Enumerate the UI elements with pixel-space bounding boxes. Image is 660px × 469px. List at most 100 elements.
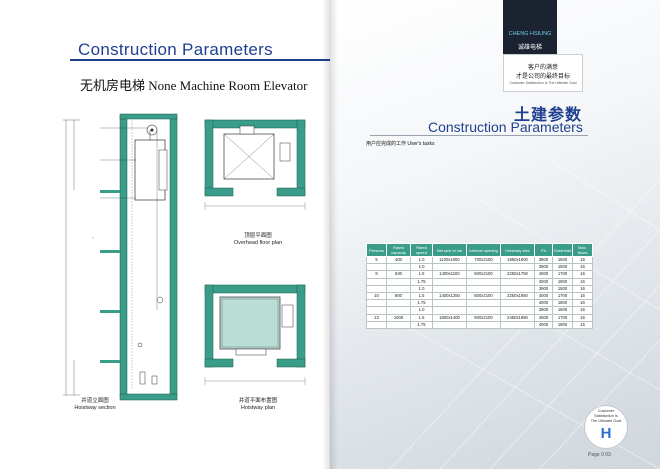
table-cell: 2450x1950 bbox=[500, 313, 535, 322]
left-page bbox=[0, 0, 330, 469]
brand-block bbox=[503, 0, 557, 54]
table-cell: 1.75 bbox=[410, 299, 433, 308]
table-cell: 16 bbox=[572, 263, 593, 272]
table-cell: 16 bbox=[572, 291, 593, 301]
table-cell bbox=[500, 284, 535, 293]
table-cell: 400 bbox=[386, 255, 411, 265]
table-cell: 16 bbox=[572, 313, 593, 322]
table-cell: 3900 bbox=[534, 306, 553, 315]
slogan-box bbox=[503, 54, 583, 92]
hoistway-section-drawing bbox=[63, 113, 178, 401]
table-cell: 10 bbox=[366, 291, 387, 301]
header-speed: Rated speed bbox=[410, 243, 433, 257]
title-rule bbox=[70, 59, 330, 61]
table-cell bbox=[366, 320, 387, 329]
header-opening: Internal opening bbox=[466, 243, 501, 257]
table-cell: 5 bbox=[366, 255, 387, 265]
slogan-en: Customer Satisfaction Is The Ultimate Go… bbox=[509, 81, 577, 85]
hoistway-plan-caption-cn: 井道平面布置图 bbox=[238, 398, 278, 404]
table-cell: 3800 bbox=[534, 255, 553, 265]
table-cell: 3900 bbox=[534, 263, 553, 272]
table-cell: 800x2100 bbox=[466, 270, 501, 279]
header-floors: Max. floors bbox=[572, 243, 593, 257]
table-cell bbox=[432, 284, 467, 293]
table-cell: 700x2100 bbox=[466, 255, 501, 265]
badge-line-2: Satisfaction Is bbox=[594, 414, 618, 418]
badge-line-1: Customer bbox=[597, 409, 615, 413]
construction-spec-table: Persons Rated capacity Rated speed Net s… bbox=[366, 243, 593, 329]
table-cell: 1.5 bbox=[410, 291, 433, 301]
table-cell: 900x2100 bbox=[466, 313, 501, 322]
right-title-rule bbox=[370, 135, 588, 136]
table-cell bbox=[386, 277, 411, 286]
hoistway-plan-caption-en: Hoistway plan bbox=[240, 405, 276, 411]
hoistway-plan-drawing bbox=[204, 284, 306, 385]
right-page bbox=[330, 0, 660, 469]
table-cell bbox=[386, 306, 411, 315]
book-gutter-shadow bbox=[322, 0, 338, 469]
table-cell bbox=[500, 263, 535, 272]
company-logo-icon: H bbox=[600, 425, 612, 442]
table-cell: 1600x1400 bbox=[432, 313, 467, 322]
table-cell: 4000 bbox=[534, 291, 553, 301]
table-cell: 4000 bbox=[534, 277, 553, 286]
table-cell bbox=[500, 306, 535, 315]
badge-line-3: The Ultimate Goal bbox=[590, 419, 622, 423]
user-tasks-notes: 用户应完成的工作 User's tasks bbox=[366, 140, 594, 149]
table-cell: 4000 bbox=[534, 313, 553, 322]
table-cell bbox=[500, 277, 535, 286]
table-cell: 8 bbox=[366, 270, 387, 279]
notes-heading: 用户应完成的工作 User's tasks bbox=[366, 141, 435, 147]
table-cell bbox=[500, 299, 535, 308]
table-cell bbox=[432, 306, 467, 315]
table-cell: 4000 bbox=[534, 270, 553, 279]
table-cell bbox=[500, 320, 535, 329]
table-cell: 1950x1600 bbox=[500, 255, 535, 265]
table-cell bbox=[466, 306, 501, 315]
table-cell bbox=[386, 320, 411, 329]
table-cell: 13 bbox=[366, 313, 387, 322]
table-cell: 4000 bbox=[534, 299, 553, 308]
table-cell: 1700 bbox=[552, 270, 573, 279]
header-car-size: Net size of car bbox=[432, 243, 467, 257]
table-cell: 2250x1750 bbox=[500, 270, 535, 279]
table-cell: 1800 bbox=[552, 277, 573, 286]
table-cell bbox=[466, 284, 501, 293]
satisfaction-badge bbox=[584, 405, 628, 449]
header-overhead: Overhead bbox=[552, 243, 573, 257]
table-cell: 16 bbox=[572, 306, 593, 315]
table-cell: 1500 bbox=[552, 255, 573, 265]
left-page-title: Construction Parameters bbox=[78, 40, 273, 59]
table-cell: 1.75 bbox=[410, 277, 433, 286]
header-pit: Pit bbox=[534, 243, 553, 257]
table-cell: 800 bbox=[386, 291, 411, 301]
table-cell: 1400x1100 bbox=[432, 270, 467, 279]
hoistway-section-caption-cn: 井道立面图 bbox=[81, 398, 109, 404]
table-cell: 16 bbox=[572, 270, 593, 279]
table-cell: 1400x1350 bbox=[432, 291, 467, 301]
table-cell: 1.0 bbox=[410, 306, 433, 315]
table-cell bbox=[466, 299, 501, 308]
table-cell bbox=[366, 263, 387, 272]
header-capacity: Rated capacity bbox=[386, 243, 411, 257]
overhead-floor-plan-drawing bbox=[204, 119, 306, 210]
table-cell: 16 bbox=[572, 299, 593, 308]
table-cell: 2250x1950 bbox=[500, 291, 535, 301]
table-cell: 1500 bbox=[552, 306, 573, 315]
table-cell: 1.0 bbox=[410, 263, 433, 272]
table-cell bbox=[366, 306, 387, 315]
table-cell: 1700 bbox=[552, 291, 573, 301]
header-persons: Persons bbox=[366, 243, 387, 257]
table-cell: 16 bbox=[572, 284, 593, 293]
table-cell: 1.0 bbox=[410, 255, 433, 265]
table-cell bbox=[432, 320, 467, 329]
